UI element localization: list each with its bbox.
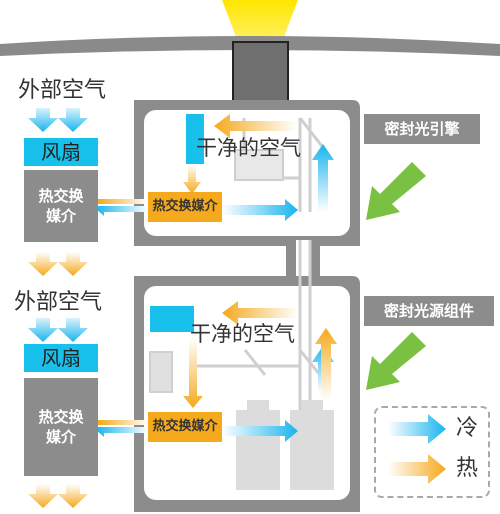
legend-box bbox=[374, 406, 490, 498]
upper-cold-flow-right bbox=[222, 199, 298, 221]
heat-exchange-medium-top: 热交换媒介 bbox=[24, 170, 98, 242]
heat-transfer-arrows-top bbox=[96, 199, 148, 216]
light-source-pointer-arrow bbox=[366, 332, 426, 390]
projector-head bbox=[232, 41, 289, 109]
lower-hot-flow-down bbox=[183, 338, 203, 408]
clean-air-label-bottom: 干净的空气 bbox=[190, 322, 295, 346]
lamp-module-1-cap bbox=[247, 400, 269, 412]
lower-optic-lens bbox=[149, 351, 173, 393]
lamp-module-1 bbox=[236, 410, 280, 490]
lamp-module-2-cap bbox=[301, 400, 323, 412]
legend-hot-label: 热 bbox=[456, 456, 479, 481]
upper-cold-flow-up bbox=[312, 144, 334, 212]
legend-cold-arrow bbox=[388, 414, 446, 444]
lower-cold-flow-right bbox=[222, 420, 298, 442]
lamp-glow bbox=[222, 0, 298, 42]
fan-bottom: 风扇 bbox=[24, 344, 98, 372]
inner-heat-exchange-bottom: 热交换媒介 bbox=[148, 412, 222, 442]
exhaust-air-top bbox=[28, 252, 88, 276]
fan-top: 风扇 bbox=[24, 138, 98, 166]
outside-air-inflow-top bbox=[28, 108, 88, 132]
heat-transfer-arrows-bottom bbox=[96, 420, 148, 437]
upper-optic-block bbox=[234, 149, 284, 181]
legend-cold-label: 冷 bbox=[456, 416, 479, 441]
lower-hot-flow-left bbox=[222, 301, 298, 325]
upper-hot-flow-down bbox=[183, 165, 201, 194]
outside-air-label-top: 外部空气 bbox=[18, 78, 107, 103]
upper-hot-flow-left bbox=[214, 114, 296, 138]
lower-optics bbox=[190, 240, 322, 410]
lower-hot-flow-up bbox=[315, 328, 337, 400]
upper-blue-panel bbox=[186, 114, 204, 164]
outside-air-label-bottom: 外部空气 bbox=[14, 290, 103, 315]
sealed-light-source-tag: 密封光源组件 bbox=[364, 296, 494, 326]
exhaust-air-bottom bbox=[28, 484, 88, 508]
engine-pointer-arrow bbox=[366, 162, 426, 220]
heat-exchange-medium-top-label: 热交换媒介 bbox=[38, 186, 84, 225]
heat-exchange-medium-bottom: 热交换媒介 bbox=[24, 378, 98, 476]
outside-air-inflow-bottom bbox=[28, 318, 88, 342]
sealed-engine-tag: 密封光引擎 bbox=[364, 114, 480, 144]
heat-exchange-medium-bottom-label: 热交换媒介 bbox=[38, 407, 84, 446]
upper-optics bbox=[240, 117, 327, 212]
lower-blue-panel bbox=[150, 306, 194, 332]
legend-hot-arrow bbox=[388, 454, 446, 484]
inner-heat-exchange-top: 热交换媒介 bbox=[148, 192, 222, 222]
clean-air-label-top: 干净的空气 bbox=[196, 136, 301, 160]
lamp-module-2 bbox=[290, 410, 334, 490]
